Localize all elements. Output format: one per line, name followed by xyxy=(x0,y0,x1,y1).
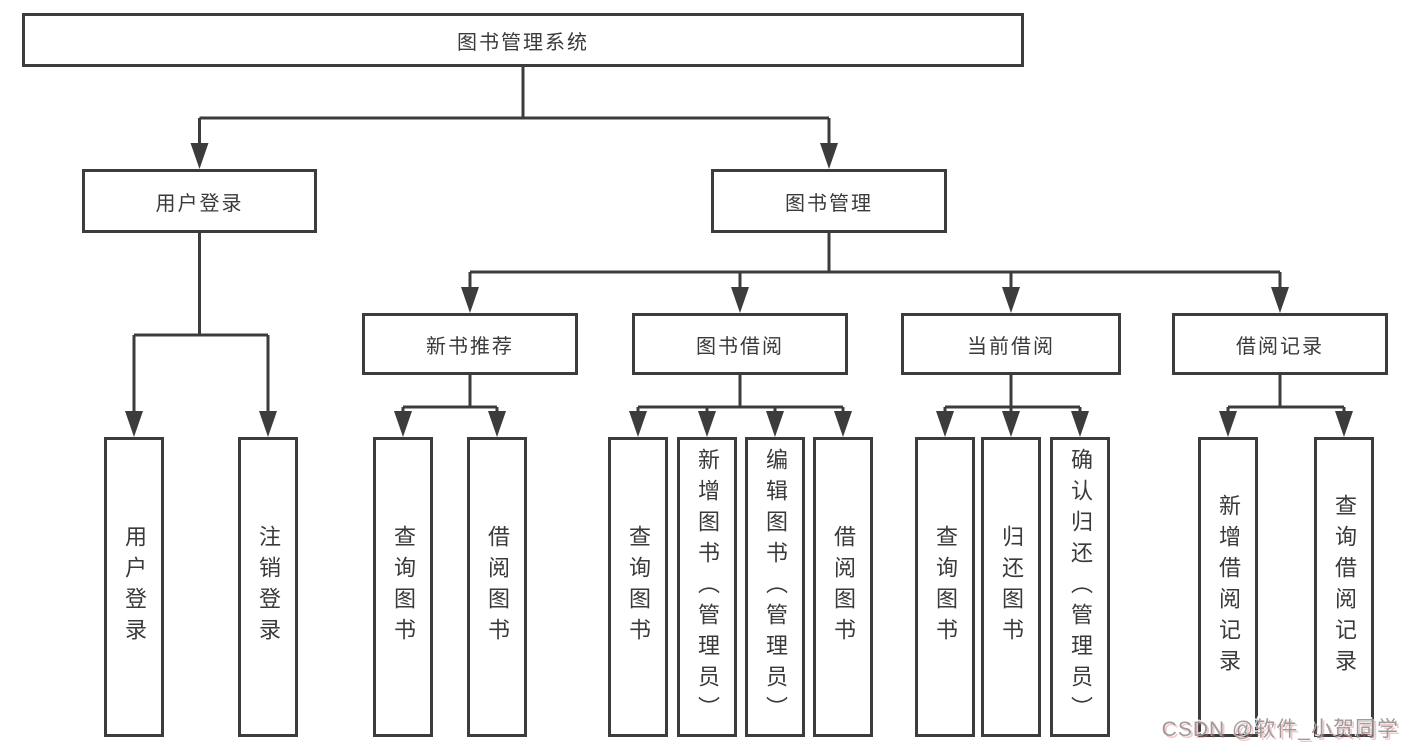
arrow-icon xyxy=(1071,411,1089,437)
leaf-label: 归还图书 xyxy=(999,525,1024,649)
arrow-icon xyxy=(125,411,143,437)
leaf-borrow-book: 借阅图书 xyxy=(813,437,873,737)
arrow-icon xyxy=(1002,411,1020,437)
node-borrowing-records: 借阅记录 xyxy=(1172,313,1388,375)
leaf-search-book-borrowing: 查询图书 xyxy=(608,437,668,737)
arrow-icon xyxy=(461,287,479,313)
node-current-borrowing: 当前借阅 xyxy=(901,313,1121,375)
arrow-icon xyxy=(698,411,716,437)
node-library-management-system: 图书管理系统 xyxy=(22,13,1024,67)
leaf-edit-book-admin: 编辑图书（管理员） xyxy=(745,437,805,737)
arrow-icon xyxy=(820,143,838,169)
leaf-label: 用户登录 xyxy=(122,525,147,649)
arrow-icon xyxy=(936,411,954,437)
leaf-label: 查询借阅记录 xyxy=(1332,494,1357,680)
arrow-icon xyxy=(731,287,749,313)
arrow-icon xyxy=(1335,411,1353,437)
leaf-search-borrow-record: 查询借阅记录 xyxy=(1314,437,1374,737)
leaf-add-borrow-record: 新增借阅记录 xyxy=(1198,437,1258,737)
leaf-label: 编辑图书（管理员） xyxy=(763,447,788,727)
arrow-icon xyxy=(766,411,784,437)
arrow-icon xyxy=(259,411,277,437)
leaf-label: 查询图书 xyxy=(933,525,958,649)
node-new-book-recommendation: 新书推荐 xyxy=(362,313,578,375)
node-book-borrowing: 图书借阅 xyxy=(632,313,848,375)
leaf-search-book-recommend: 查询图书 xyxy=(373,437,433,737)
arrow-icon xyxy=(1219,411,1237,437)
leaf-borrow-book-recommend: 借阅图书 xyxy=(467,437,527,737)
leaf-add-book-admin: 新增图书（管理员） xyxy=(677,437,737,737)
leaf-label: 查询图书 xyxy=(626,525,651,649)
arrowheads xyxy=(125,143,1353,437)
leaf-logout: 注销登录 xyxy=(238,437,298,737)
arrow-icon xyxy=(394,411,412,437)
node-book-management: 图书管理 xyxy=(711,169,947,233)
leaf-label: 新增借阅记录 xyxy=(1216,494,1241,680)
arrow-icon xyxy=(1002,287,1020,313)
arrow-icon xyxy=(629,411,647,437)
arrow-icon xyxy=(834,411,852,437)
arrow-icon xyxy=(190,143,209,169)
leaf-search-book-current: 查询图书 xyxy=(915,437,975,737)
leaf-label: 查询图书 xyxy=(391,525,416,649)
leaf-confirm-return-admin: 确认归还（管理员） xyxy=(1050,437,1110,737)
arrow-icon xyxy=(1271,287,1289,313)
arrow-icon xyxy=(488,411,506,437)
leaf-label: 借阅图书 xyxy=(485,525,510,649)
leaf-label: 借阅图书 xyxy=(831,525,856,649)
leaf-label: 确认归还（管理员） xyxy=(1068,447,1093,727)
leaf-label: 新增图书（管理员） xyxy=(695,447,720,727)
leaf-label: 注销登录 xyxy=(256,525,281,649)
leaf-user-login: 用户登录 xyxy=(104,437,164,737)
node-user-login: 用户登录 xyxy=(82,169,317,233)
leaf-return-book: 归还图书 xyxy=(981,437,1041,737)
